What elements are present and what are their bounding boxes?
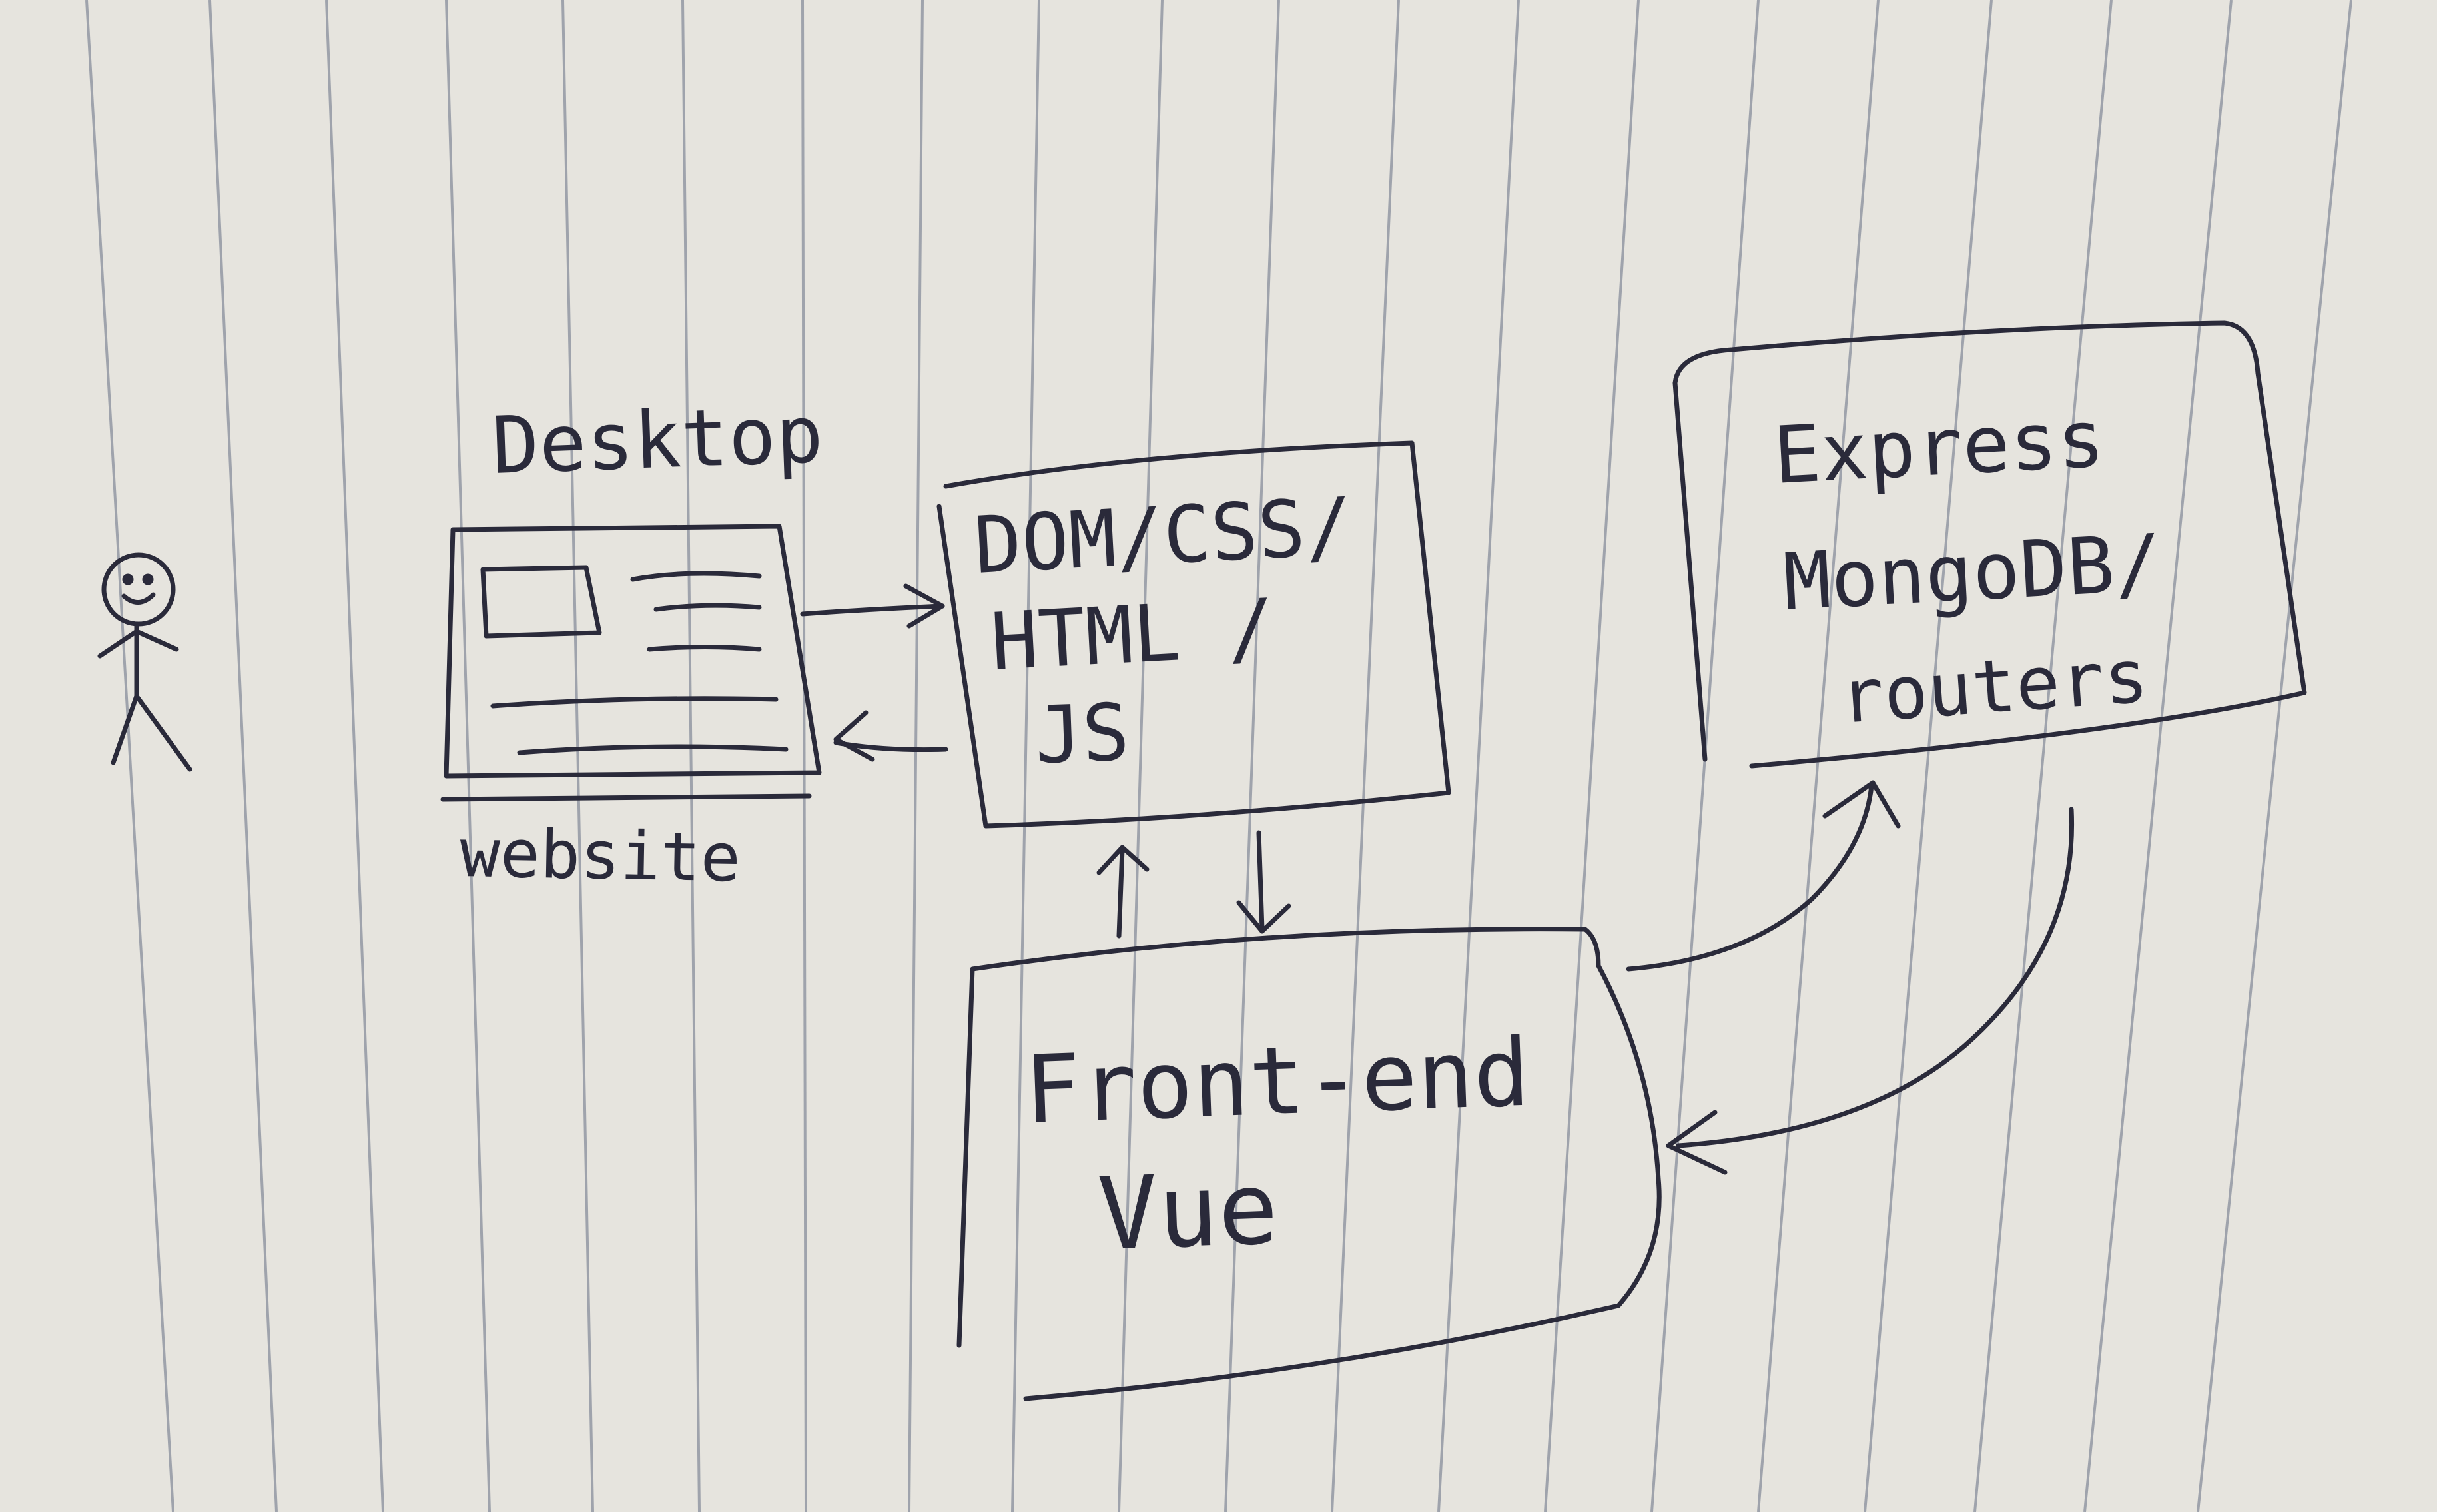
ruled-line bbox=[908, 0, 924, 1512]
website-wireframe-icon bbox=[440, 524, 822, 802]
arrow-website-to-dom bbox=[800, 583, 945, 629]
frontend-box-line-2: Vue bbox=[1096, 1151, 1280, 1273]
screen-text-line bbox=[490, 696, 779, 709]
screen-image-placeholder bbox=[480, 565, 602, 639]
dom-box-line-1: DOM/CSS/ bbox=[972, 480, 1355, 591]
arrow-head bbox=[1096, 845, 1150, 875]
screen-text-line bbox=[653, 603, 762, 612]
desktop-caption: website bbox=[460, 814, 741, 897]
arrow-dom-to-frontend bbox=[1236, 830, 1291, 934]
arrow-head bbox=[1822, 780, 1901, 829]
monitor-frame bbox=[444, 524, 822, 779]
ruled-line bbox=[1544, 0, 1640, 1512]
screen-text-line bbox=[517, 744, 789, 755]
ruled-line bbox=[801, 0, 807, 1512]
ruled-line bbox=[85, 0, 174, 1512]
ruled-line bbox=[1757, 0, 1880, 1512]
arrow-dom-to-website bbox=[833, 710, 948, 762]
stick-figure-legs bbox=[111, 693, 192, 772]
ruled-line bbox=[1973, 0, 2113, 1512]
ruled-line bbox=[1331, 0, 1400, 1512]
arrow-frontend-to-dom bbox=[1096, 845, 1150, 939]
ruled-line bbox=[1118, 0, 1164, 1512]
frontend-box-line-1: Front-end bbox=[1022, 1019, 1531, 1145]
ruled-line bbox=[1437, 0, 1520, 1512]
ruled-line bbox=[1224, 0, 1280, 1512]
arrow-head bbox=[903, 583, 945, 629]
ruled-line bbox=[445, 0, 491, 1512]
arrow-shaft bbox=[1116, 847, 1125, 939]
arrow-head bbox=[1236, 900, 1291, 934]
caption-underline bbox=[440, 793, 812, 802]
ruled-line bbox=[325, 0, 384, 1512]
desktop-title: Desktop bbox=[490, 388, 825, 492]
ruled-line bbox=[681, 0, 701, 1512]
ruled-line bbox=[1011, 0, 1040, 1512]
ruled-line bbox=[2083, 0, 2233, 1512]
arrow-shaft bbox=[1256, 830, 1265, 932]
arrow-frontend-to-backend bbox=[1626, 780, 1901, 972]
backend-box-outline bbox=[1672, 320, 2307, 769]
dom-box-line-2: HTML / bbox=[988, 581, 1277, 688]
ruled-line bbox=[1864, 0, 1993, 1512]
arrow-shaft bbox=[1676, 807, 2075, 1148]
ruled-line bbox=[208, 0, 278, 1512]
dom-box-line-3: JS bbox=[1033, 686, 1131, 781]
screen-text-line bbox=[647, 645, 762, 652]
stick-figure-icon bbox=[97, 552, 192, 772]
arrow-shaft bbox=[800, 603, 945, 617]
dom-box-outline bbox=[936, 440, 1451, 829]
screen-text-line bbox=[630, 571, 762, 582]
stick-figure-arms bbox=[97, 629, 179, 659]
arrow-head bbox=[1666, 1110, 1728, 1175]
ruled-lines bbox=[85, 0, 2352, 1512]
arrow-shaft bbox=[1626, 783, 1874, 972]
stick-figure-eye bbox=[142, 573, 154, 585]
frontend-box-outline bbox=[956, 927, 1662, 1401]
backend-box-line-2: MongoDB/ bbox=[1781, 516, 2164, 628]
ruled-line bbox=[2197, 0, 2352, 1512]
stick-figure-smile bbox=[121, 592, 156, 605]
backend-box-line-1: Express bbox=[1771, 392, 2107, 502]
stick-figure-eye bbox=[122, 573, 134, 585]
arrow-backend-to-frontend bbox=[1666, 807, 2075, 1175]
arrow-head bbox=[833, 710, 875, 762]
ruled-line bbox=[561, 0, 594, 1512]
